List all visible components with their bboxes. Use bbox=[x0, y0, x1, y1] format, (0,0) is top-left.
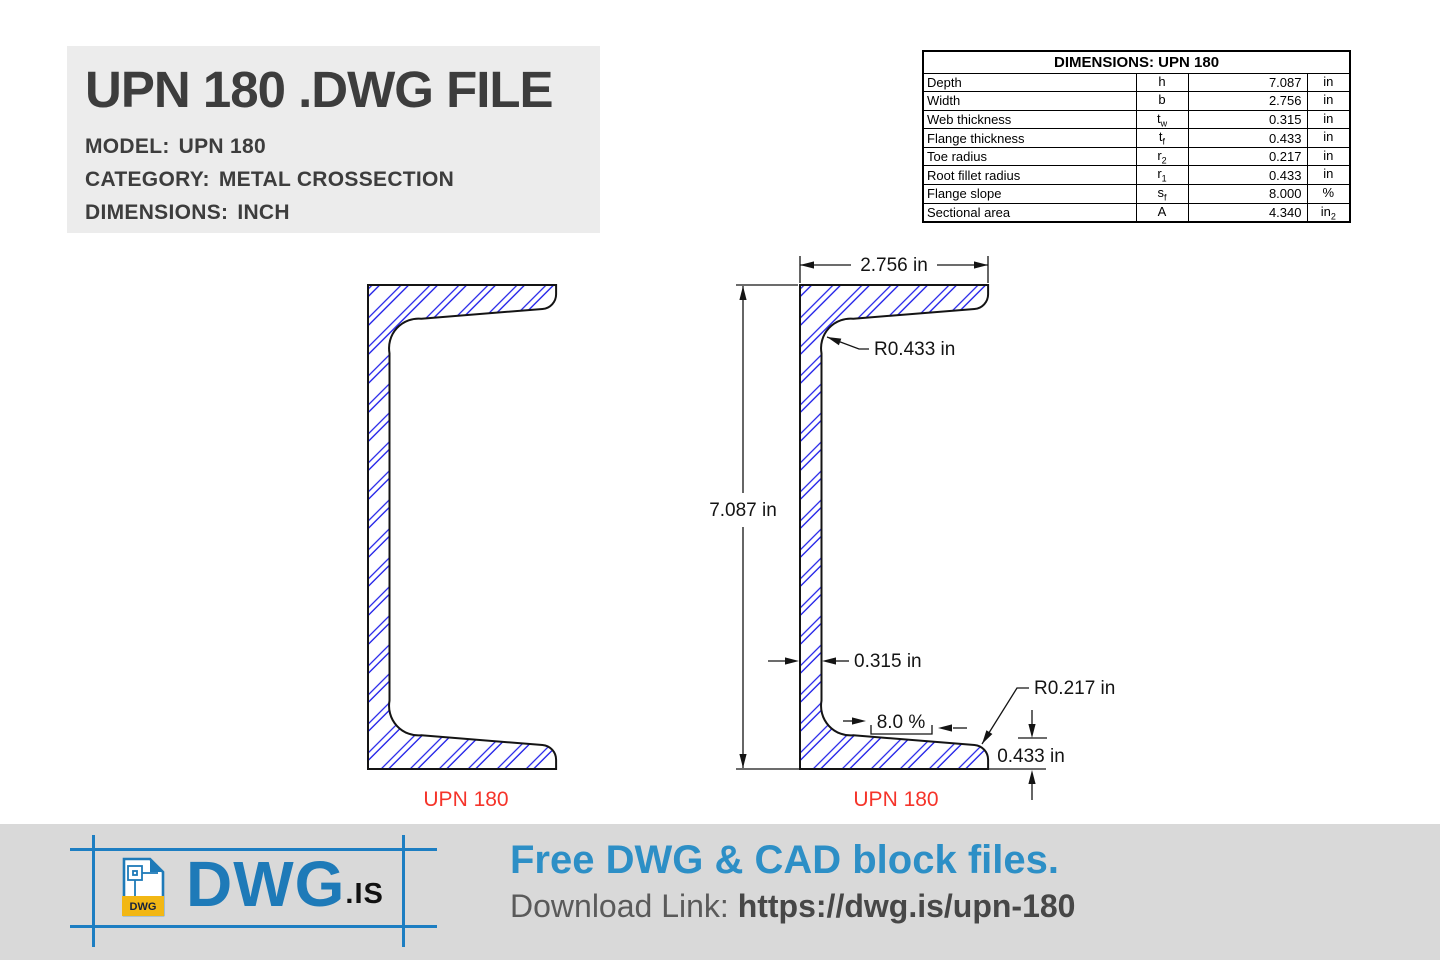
technical-drawing: 2.756 in 7.087 in R0.433 in 0.315 in 8.0… bbox=[367, 255, 1115, 811]
dwg-is-logo[interactable]: DWG .IS bbox=[186, 848, 384, 920]
flange-slope-label: 8.0 % bbox=[877, 712, 926, 733]
table-row: Width b 2.756 in bbox=[922, 91, 1351, 111]
table-row: Depth h 7.087 in bbox=[922, 72, 1351, 93]
table-row: Toe radius r2 0.217 in bbox=[922, 146, 1351, 167]
header-panel: UPN 180 .DWG FILE MODEL:UPN 180 CATEGORY… bbox=[67, 46, 600, 233]
info-line-model: MODEL:UPN 180 bbox=[85, 135, 266, 158]
section-label-right: UPN 180 bbox=[853, 788, 938, 811]
download-link[interactable]: https://dwg.is/upn-180 bbox=[737, 888, 1076, 924]
table-row: Flange thickness tf 0.433 in bbox=[922, 128, 1351, 148]
table-title: DIMENSIONS: UPN 180 bbox=[922, 50, 1351, 74]
model-info: MODEL:UPN 180 CATEGORY:METAL CROSSECTION… bbox=[85, 130, 454, 229]
root-radius-label: R0.433 in bbox=[874, 339, 955, 360]
download-line: Download Link: https://dwg.is/upn-180 bbox=[510, 888, 1075, 925]
info-line-category: CATEGORY:METAL CROSSECTION bbox=[85, 168, 455, 191]
table-row: Sectional area A 4.340 in2 bbox=[922, 202, 1351, 223]
logo-is-suffix: .IS bbox=[345, 878, 384, 910]
table-row: Flange slope sf 8.000 % bbox=[922, 184, 1351, 204]
web-thickness-label: 0.315 in bbox=[854, 651, 922, 672]
toe-radius-label: R0.217 in bbox=[1034, 678, 1115, 699]
section-label-left: UPN 180 bbox=[423, 788, 508, 811]
footer-tagline: Free DWG & CAD block files. bbox=[510, 838, 1059, 882]
dimension-lines bbox=[736, 256, 1047, 800]
dwg-badge-label: DWG bbox=[130, 901, 157, 913]
table-row: Root fillet radius r1 0.433 in bbox=[922, 165, 1351, 186]
frame-line-bottom bbox=[70, 925, 437, 928]
download-label: Download Link: bbox=[510, 888, 729, 924]
upn-section-left bbox=[367, 284, 558, 770]
table-header-row: DIMENSIONS: UPN 180 bbox=[922, 50, 1351, 74]
logo-dwg-text: DWG bbox=[186, 848, 346, 920]
frame-line-top bbox=[70, 848, 437, 851]
dimensions-table: DIMENSIONS: UPN 180 Depth h 7.087 in Wid… bbox=[922, 50, 1352, 224]
dim-width-label: 2.756 in bbox=[860, 255, 928, 276]
page-title: UPN 180 .DWG FILE bbox=[85, 61, 554, 118]
dimension-arrowheads bbox=[739, 261, 1036, 784]
frame-line-left bbox=[92, 835, 95, 947]
info-line-dimensions: DIMENSIONS:INCH bbox=[85, 201, 290, 224]
footer: DWG DWG .IS Free DWG & CAD block files. … bbox=[0, 824, 1440, 960]
dwg-file-icon[interactable]: DWG bbox=[120, 856, 166, 918]
dim-height-label: 7.087 in bbox=[709, 500, 777, 521]
flange-thickness-label: 0.433 in bbox=[997, 746, 1065, 767]
frame-line-right bbox=[402, 835, 405, 947]
table-row: Web thickness tw 0.315 in bbox=[922, 109, 1351, 130]
